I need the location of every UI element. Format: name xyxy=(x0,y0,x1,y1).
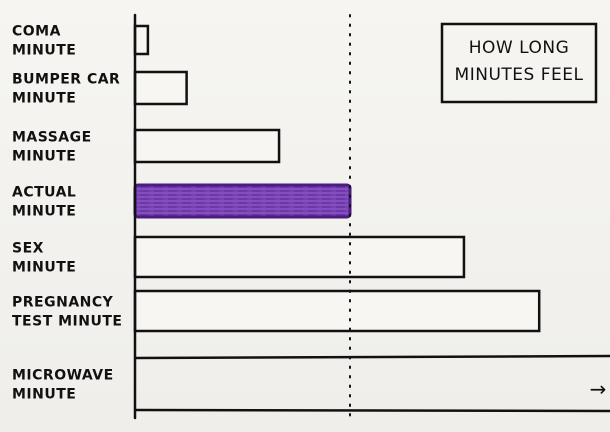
chart-title-line-1: HOW LONG xyxy=(469,38,570,58)
category-label-massage-minute-line-2: MINUTE xyxy=(12,149,76,165)
category-label-actual-minute-line-1: ACTUAL xyxy=(12,185,76,201)
bar-coma-minute xyxy=(133,24,150,56)
category-label-sex-minute-line-2: MINUTE xyxy=(12,260,76,276)
bar-bottom-edge xyxy=(134,408,610,413)
category-label-massage-minute-line-1: MASSAGE xyxy=(12,130,92,146)
category-label-pregnancy-test-minute-line-1: PREGNANCY xyxy=(12,295,114,311)
category-label-microwave-minute-line-1: MICROWAVE xyxy=(12,368,114,384)
bar-actual-minute xyxy=(133,183,352,219)
category-label-pregnancy-test-minute-line-2: TEST MINUTE xyxy=(12,314,122,330)
title-box: HOW LONG MINUTES FEEL xyxy=(440,22,598,104)
overflow-arrow: → xyxy=(590,377,607,401)
bar-pregnancy-test-minute xyxy=(133,289,541,333)
bar-massage-minute xyxy=(133,128,281,164)
chart-title-line-2: MINUTES FEEL xyxy=(455,65,584,85)
bar-bumper-car-minute xyxy=(133,70,188,106)
bar-sex-minute xyxy=(133,235,466,279)
category-label-bumper-car-minute-line-2: MINUTE xyxy=(12,91,76,107)
category-label-sex-minute-line-1: SEX xyxy=(12,241,44,257)
category-label-coma-minute-line-2: MINUTE xyxy=(12,43,76,59)
bar-top-edge xyxy=(134,354,610,360)
category-label-microwave-minute-line-2: MINUTE xyxy=(12,387,76,403)
category-label-coma-minute-line-1: COMA xyxy=(12,24,61,40)
category-label-bumper-car-minute-line-1: BUMPER CAR xyxy=(12,72,120,88)
title-box-frame xyxy=(440,22,598,104)
category-label-actual-minute-line-2: MINUTE xyxy=(12,204,76,220)
bar-microwave-minute xyxy=(134,354,610,413)
